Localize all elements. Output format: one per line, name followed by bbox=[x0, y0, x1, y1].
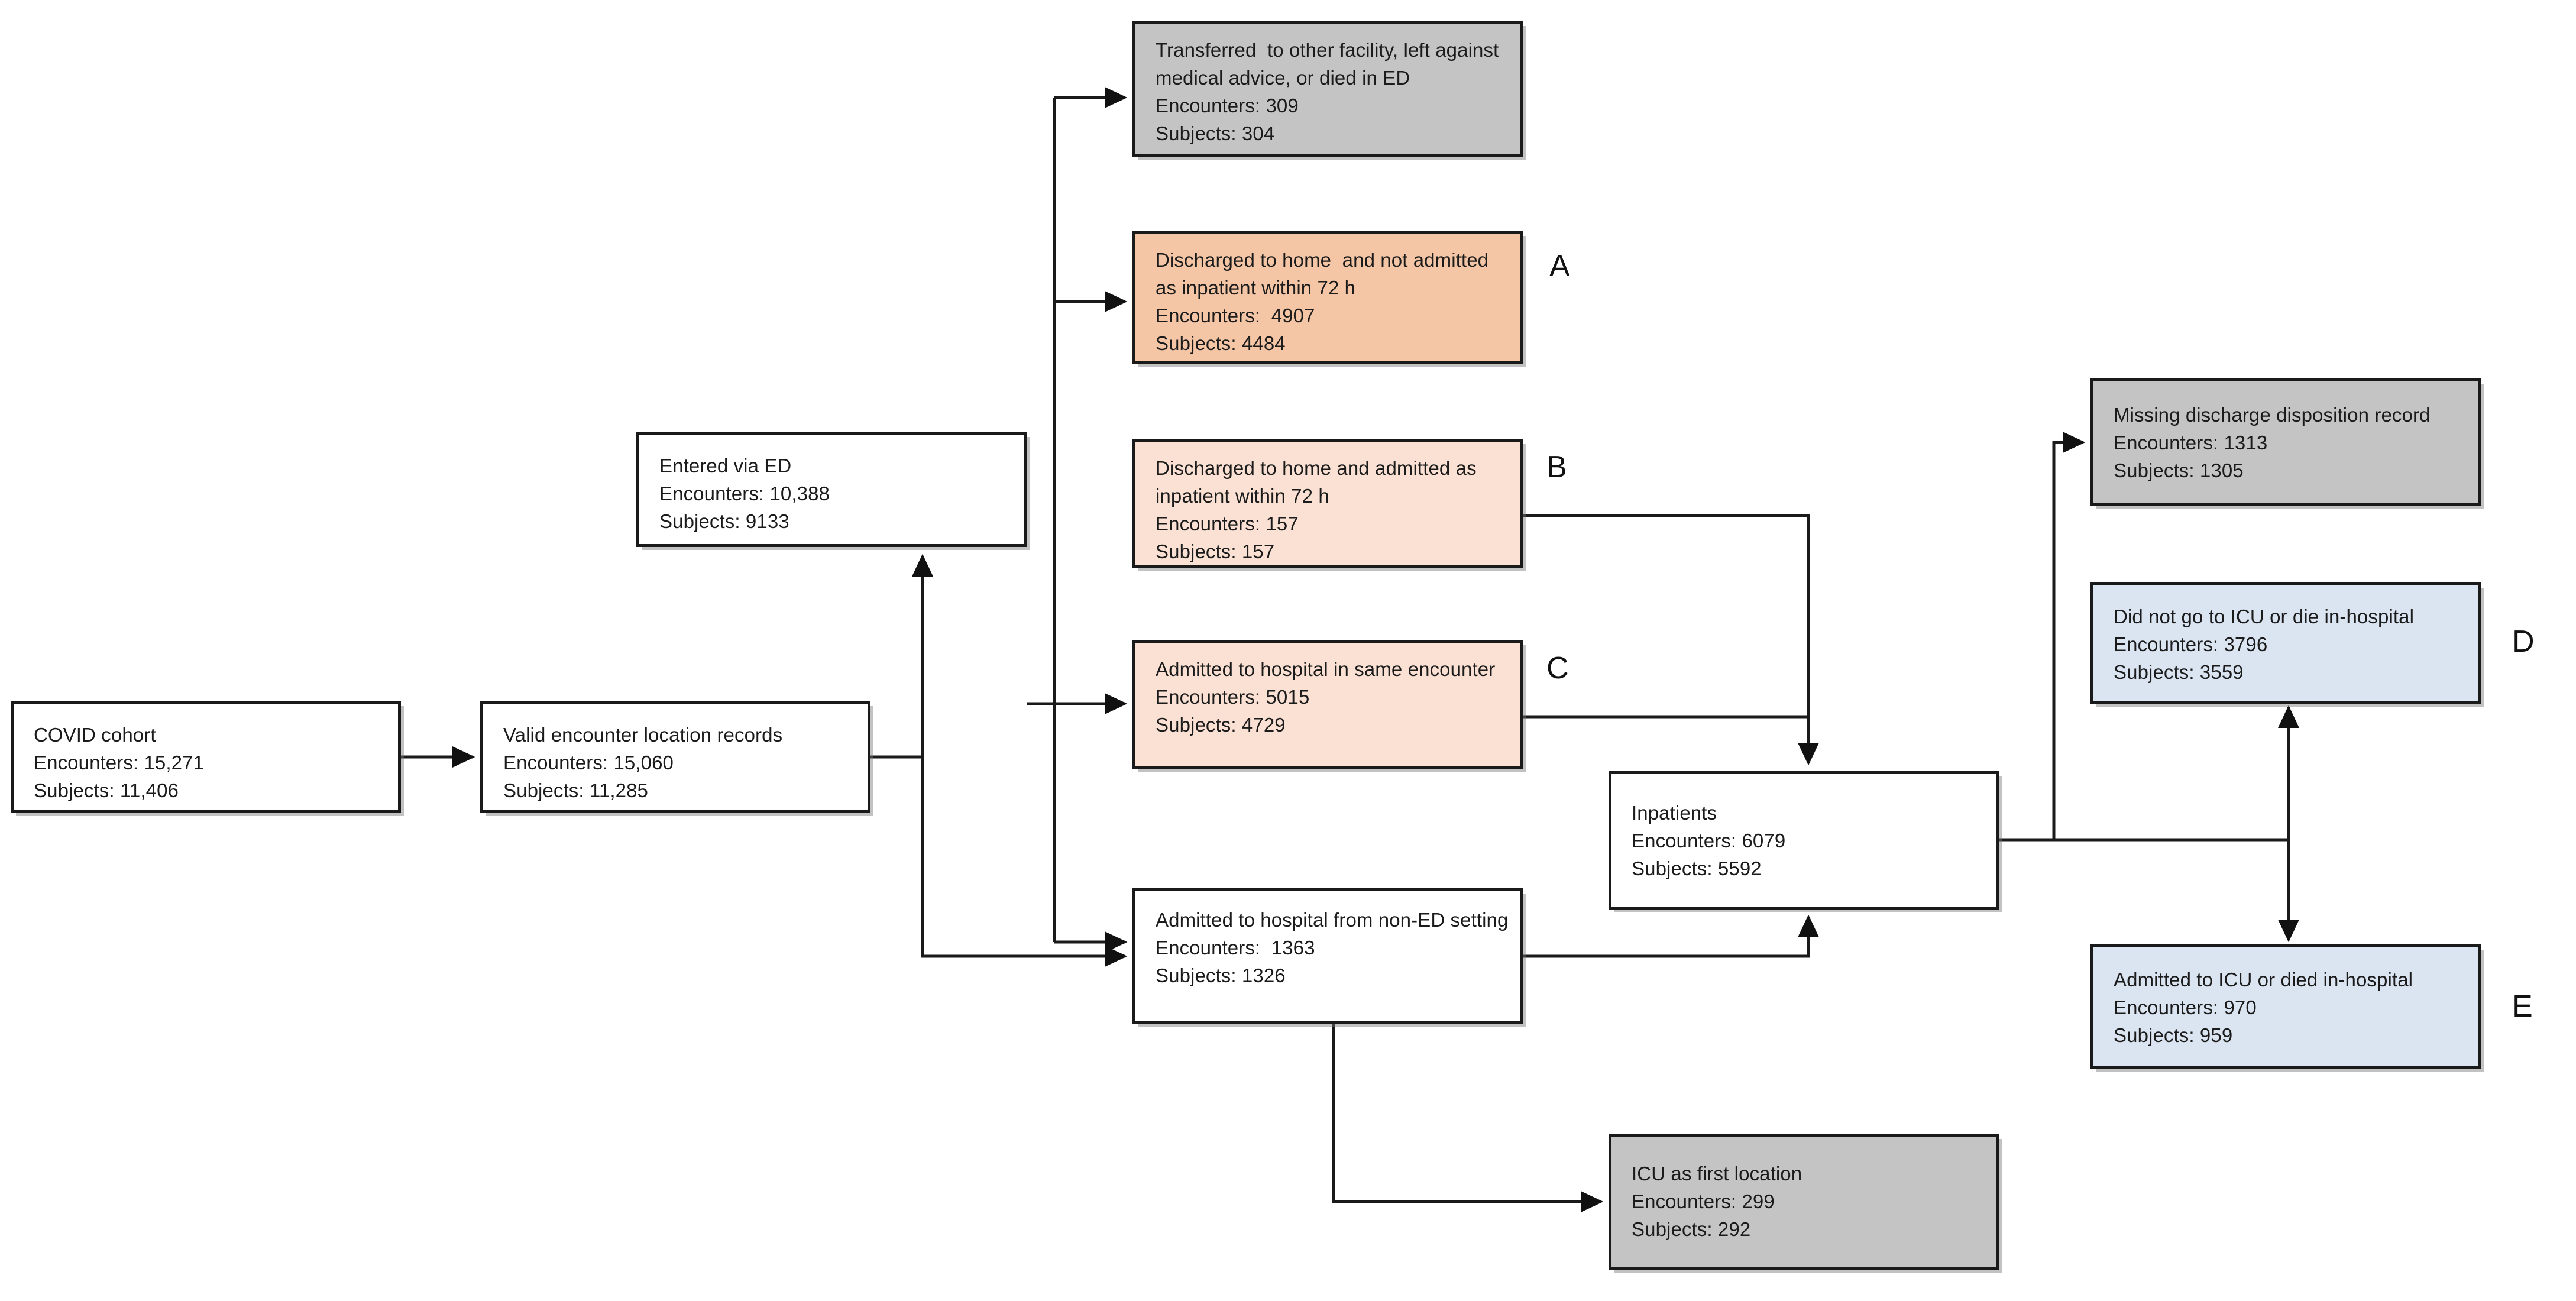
node-encounters: Encounters: 3796 bbox=[2114, 633, 2268, 655]
node-subjects: Subjects: 11,285 bbox=[503, 779, 648, 801]
node-inpatients[interactable]: Inpatients Encounters: 6079 Subjects: 55… bbox=[1609, 771, 1999, 910]
node-entered-via-ed[interactable]: Entered via ED Encounters: 10,388 Subjec… bbox=[636, 432, 1027, 547]
group-tag-d: D bbox=[2512, 624, 2535, 659]
node-discharged-home-not-admitted-72h[interactable]: Discharged to home and not admitted as i… bbox=[1132, 231, 1523, 364]
node-icu-or-death[interactable]: Admitted to ICU or died in-hospital Enco… bbox=[2090, 944, 2481, 1069]
edge-B-to-inpatients bbox=[1523, 514, 1819, 766]
node-encounters: Encounters: 970 bbox=[2114, 996, 2257, 1018]
node-admitted-same-encounter[interactable]: Admitted to hospital in same encounter E… bbox=[1132, 640, 1523, 769]
node-encounters: Encounters: 10,388 bbox=[659, 482, 830, 504]
node-no-icu-no-death[interactable]: Did not go to ICU or die in-hospital Enc… bbox=[2090, 582, 2481, 704]
node-subjects: Subjects: 4729 bbox=[1156, 713, 1286, 736]
node-title: COVID cohort bbox=[34, 724, 156, 746]
node-icu-first-location[interactable]: ICU as first location Encounters: 299 Su… bbox=[1609, 1134, 1999, 1270]
edge-inpatients-to-missing bbox=[2052, 432, 2086, 840]
node-subjects: Subjects: 292 bbox=[1632, 1218, 1751, 1240]
node-subjects: Subjects: 1305 bbox=[2114, 459, 2244, 481]
node-encounters: Encounters: 157 bbox=[1156, 512, 1299, 535]
node-valid-encounter-location-records[interactable]: Valid encounter location records Encount… bbox=[480, 701, 870, 813]
node-subjects: Subjects: 11,406 bbox=[34, 779, 179, 801]
node-encounters: Encounters: 1313 bbox=[2114, 431, 2268, 454]
group-tag-b: B bbox=[1546, 450, 1567, 484]
node-subjects: Subjects: 4484 bbox=[1156, 332, 1286, 354]
group-tag-a: A bbox=[1549, 249, 1570, 283]
node-encounters: Encounters: 309 bbox=[1156, 94, 1299, 116]
node-title: Discharged to home and admitted as inpat… bbox=[1156, 457, 1482, 507]
node-title: Did not go to ICU or die in-hospital bbox=[2114, 606, 2415, 627]
node-discharged-home-admitted-72h[interactable]: Discharged to home and admitted as inpat… bbox=[1132, 439, 1523, 568]
node-title: Missing discharge disposition record bbox=[2114, 404, 2431, 426]
node-admitted-non-ed[interactable]: Admitted to hospital from non-ED setting… bbox=[1132, 888, 1523, 1024]
node-title: Admitted to ICU or died in-hospital bbox=[2114, 969, 2413, 991]
edge-noned-to-inpatients bbox=[1523, 914, 1819, 958]
edge-noned-to-icu-first bbox=[1332, 1024, 1604, 1212]
group-tag-c: C bbox=[1546, 651, 1569, 685]
node-encounters: Encounters: 4907 bbox=[1156, 304, 1315, 326]
node-encounters: Encounters: 1363 bbox=[1156, 936, 1315, 959]
node-encounters: Encounters: 299 bbox=[1632, 1190, 1775, 1212]
node-encounters: Encounters: 5015 bbox=[1156, 685, 1310, 708]
node-title: Inpatients bbox=[1632, 802, 1717, 824]
node-title: Entered via ED bbox=[659, 455, 792, 477]
node-subjects: Subjects: 1326 bbox=[1156, 964, 1286, 986]
node-title: ICU as first location bbox=[1632, 1163, 1802, 1185]
node-title: Transferred to other facility, left agai… bbox=[1156, 39, 1504, 89]
node-encounters: Encounters: 6079 bbox=[1632, 829, 1786, 852]
node-encounters: Encounters: 15,060 bbox=[503, 751, 674, 774]
node-subjects: Subjects: 959 bbox=[2114, 1024, 2233, 1046]
node-subjects: Subjects: 3559 bbox=[2114, 661, 2244, 683]
node-title: Admitted to hospital from non-ED setting bbox=[1156, 909, 1509, 931]
group-tag-e: E bbox=[2512, 989, 2533, 1024]
node-encounters: Encounters: 15,271 bbox=[34, 751, 205, 774]
edge-valid-to-noned bbox=[921, 757, 1128, 967]
node-title: Valid encounter location records bbox=[503, 724, 783, 746]
node-subjects: Subjects: 304 bbox=[1156, 122, 1275, 144]
node-transferred-lama-died-ed[interactable]: Transferred to other facility, left agai… bbox=[1132, 21, 1523, 157]
node-title: Admitted to hospital in same encounter bbox=[1156, 658, 1496, 680]
node-title: Discharged to home and not admitted as i… bbox=[1156, 249, 1494, 299]
node-missing-discharge-disposition[interactable]: Missing discharge disposition record Enc… bbox=[2090, 378, 2481, 506]
node-subjects: Subjects: 5592 bbox=[1632, 857, 1762, 879]
node-covid-cohort[interactable]: COVID cohort Encounters: 15,271 Subjects… bbox=[11, 701, 401, 813]
node-subjects: Subjects: 9133 bbox=[659, 510, 789, 532]
node-subjects: Subjects: 157 bbox=[1156, 540, 1275, 562]
